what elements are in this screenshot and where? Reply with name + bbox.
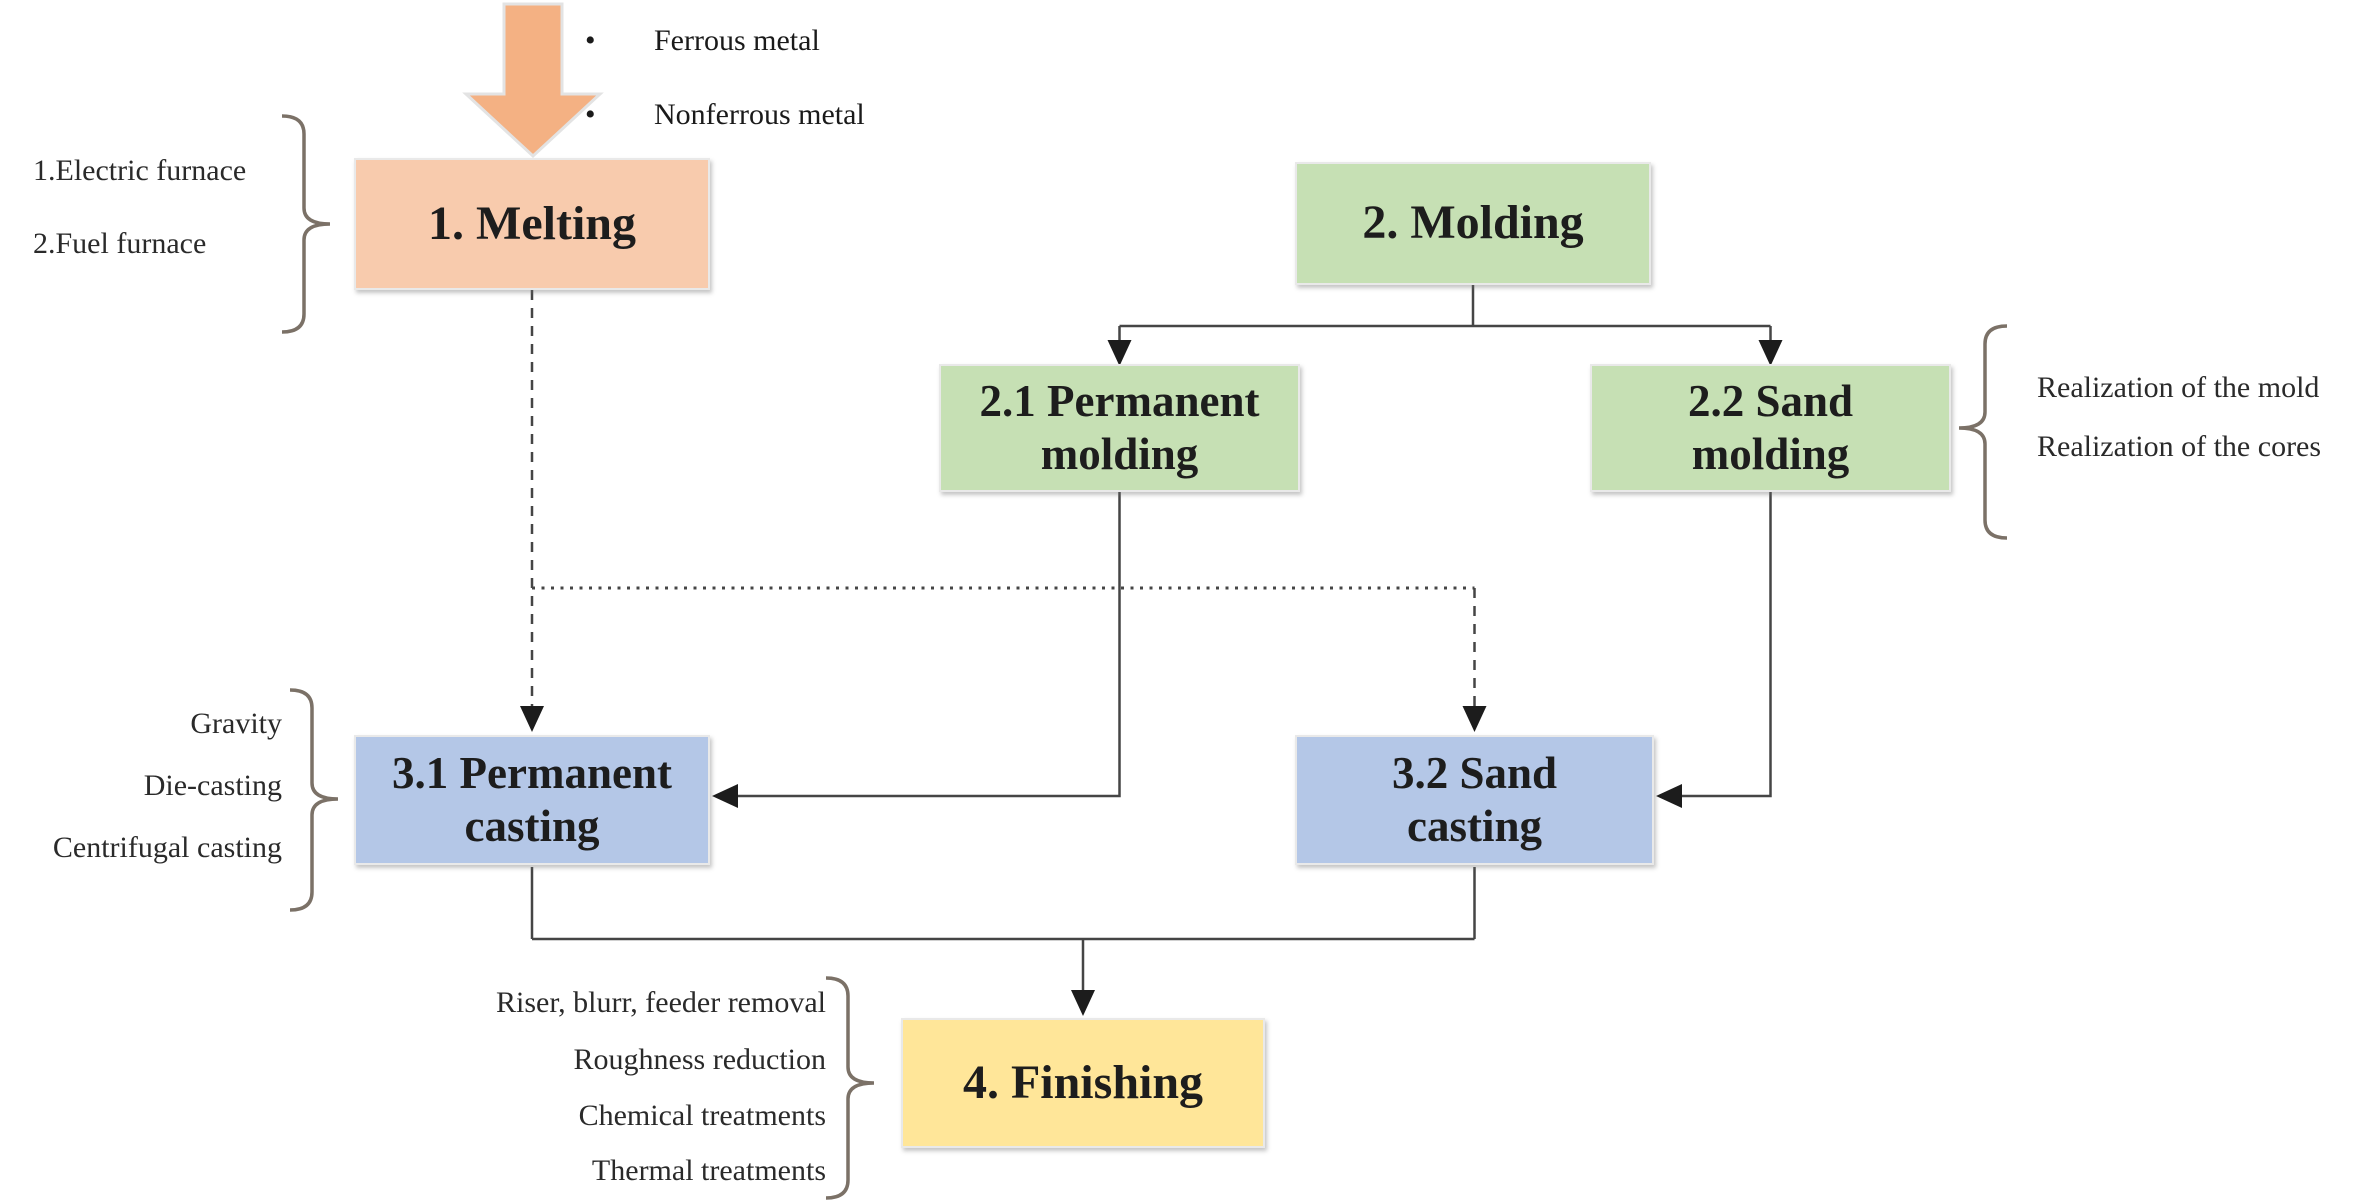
permanent-casting-annotation-line: Centrifugal casting — [52, 831, 282, 864]
molding-box: 2. Molding — [1295, 162, 1651, 285]
molding-box-label: 2. Molding — [1362, 196, 1584, 250]
arrowhead-to-permanent-casting-side-icon — [712, 784, 738, 808]
finishing-box: 4. Finishing — [901, 1018, 1265, 1148]
input-item-label: Ferrous metal — [654, 24, 820, 57]
input-item-ferrous: • Ferrous metal — [578, 21, 820, 61]
arrowhead-to-finishing-icon — [1071, 990, 1095, 1016]
connector-molding-split — [1118, 285, 1772, 342]
permanent-molding-box: 2.1 Permanent molding — [939, 364, 1300, 492]
sand-molding-annotation-line: Realization of the cores — [2037, 430, 2322, 463]
melting-annotation-line: 1.Electric furnace — [33, 154, 247, 187]
bullet-icon: • — [585, 98, 596, 131]
brace-sand-molding-icon — [1958, 324, 2008, 540]
finishing-annotation-line: Riser, blurr, feeder removal — [496, 986, 826, 1019]
permanent-molding-box-label: 2.1 Permanent — [979, 375, 1260, 426]
input-item-nonferrous: • Nonferrous metal — [578, 95, 865, 135]
permanent-casting-annotation-line: Gravity — [190, 707, 282, 740]
sand-casting-box-label: 3.2 Sand — [1391, 747, 1558, 798]
permanent-casting-box: 3.1 Permanent casting — [354, 735, 710, 865]
sand-casting-box: 3.2 Sand casting — [1295, 735, 1654, 865]
finishing-annotation-line: Thermal treatments — [591, 1154, 826, 1187]
sand-casting-box-label: casting — [1407, 801, 1542, 851]
permanent-casting-box-label: 3.1 Permanent — [392, 747, 672, 798]
brace-finishing-icon — [825, 976, 875, 1200]
brace-melting-icon — [281, 114, 331, 334]
brace-permanent-casting-icon — [289, 688, 339, 912]
finishing-annotation-line: Chemical treatments — [578, 1099, 826, 1132]
melting-box: 1. Melting — [354, 158, 710, 290]
input-down-arrow-icon — [462, 2, 604, 159]
arrowhead-to-sand-casting-top-icon — [1462, 706, 1487, 732]
connector-permanent-molding-to-permanent-casting — [738, 492, 1121, 798]
connector-sand-molding-to-sand-casting — [1682, 492, 1772, 798]
input-item-label: Nonferrous metal — [654, 98, 865, 131]
sand-molding-annotation-line: Realization of the mold — [2037, 371, 2320, 404]
melting-box-label: 1. Melting — [428, 196, 636, 250]
arrowhead-to-sand-molding-icon — [1758, 340, 1783, 366]
sand-molding-box-label: molding — [1691, 429, 1850, 479]
permanent-casting-box-label: casting — [464, 801, 600, 851]
finishing-box-label: 4. Finishing — [962, 1055, 1204, 1109]
permanent-molding-box-label: molding — [1040, 429, 1199, 479]
finishing-annotation-line: Roughness reduction — [573, 1043, 826, 1076]
connector-castings-to-finishing — [530, 867, 1476, 992]
arrowhead-to-sand-casting-side-icon — [1656, 784, 1682, 808]
bullet-icon: • — [585, 24, 596, 57]
arrowhead-to-permanent-molding-icon — [1107, 340, 1132, 366]
sand-molding-box-label: 2.2 Sand — [1687, 375, 1854, 426]
melting-annotation-line: 2.Fuel furnace — [33, 227, 207, 260]
permanent-casting-annotation-line: Die-casting — [143, 769, 282, 802]
sand-molding-box: 2.2 Sand molding — [1590, 364, 1951, 492]
arrowhead-to-permanent-casting-top-icon — [520, 706, 544, 732]
